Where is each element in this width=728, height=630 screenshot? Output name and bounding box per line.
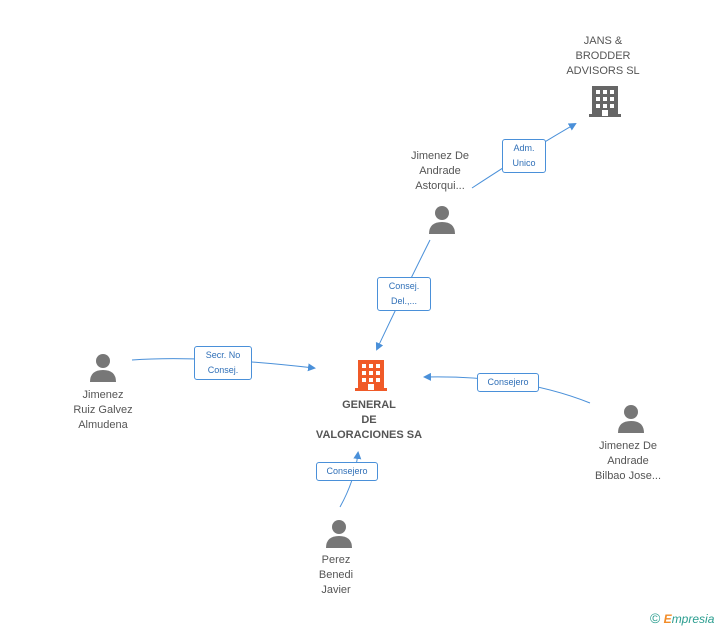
brand-rest: mpresia bbox=[671, 612, 715, 626]
relation-line: Del.,... bbox=[390, 296, 417, 306]
label-line: Jimenez De bbox=[410, 150, 470, 162]
relation-line: Consej. bbox=[207, 365, 239, 375]
label-line: Benedi bbox=[318, 569, 354, 581]
building-icon[interactable] bbox=[588, 84, 622, 118]
building-icon[interactable] bbox=[354, 358, 388, 392]
relation-line: Adm. bbox=[513, 143, 535, 153]
relation-line: Consejero bbox=[326, 466, 368, 476]
label-line: Astorqui... bbox=[415, 180, 465, 192]
copyright-brand: © Empresia bbox=[650, 610, 714, 626]
label-line: Andrade bbox=[607, 455, 649, 467]
relation-label-adm-unico[interactable]: Adm. Unico bbox=[502, 139, 546, 173]
label-line: BRODDER bbox=[575, 50, 631, 62]
label-line: Andrade bbox=[419, 165, 461, 177]
relation-label-consej-del[interactable]: Consej. Del.,... bbox=[377, 277, 431, 311]
node-label-astorqui[interactable]: Jimenez De Andrade Astorqui... bbox=[392, 149, 488, 194]
label-line: JANS & bbox=[583, 35, 623, 47]
person-icon[interactable] bbox=[616, 403, 646, 433]
node-label-center[interactable]: GENERAL DE VALORACIONES SA bbox=[304, 398, 434, 443]
node-label-ruiz[interactable]: Jimenez Ruiz Galvez Almudena bbox=[55, 388, 151, 433]
person-icon[interactable] bbox=[427, 204, 457, 234]
label-line: Perez bbox=[321, 554, 351, 566]
person-icon[interactable] bbox=[324, 518, 354, 548]
label-line: ADVISORS SL bbox=[566, 65, 640, 77]
label-line: GENERAL bbox=[342, 399, 396, 411]
relation-line: Consej. bbox=[388, 281, 420, 291]
node-label-perez[interactable]: Perez Benedi Javier bbox=[288, 553, 384, 598]
label-line: DE bbox=[361, 414, 377, 426]
label-line: Ruiz Galvez bbox=[73, 404, 133, 416]
copyright-symbol: © bbox=[650, 610, 661, 626]
relation-label-consejero-right[interactable]: Consejero bbox=[477, 373, 539, 392]
brand-logo: Empresia bbox=[664, 612, 715, 626]
label-line: Almudena bbox=[78, 419, 128, 431]
label-line: Javier bbox=[321, 584, 351, 596]
relation-line: Secr. No bbox=[205, 350, 241, 360]
label-line: Jimenez De bbox=[598, 440, 658, 452]
node-label-bilbao[interactable]: Jimenez De Andrade Bilbao Jose... bbox=[580, 439, 676, 484]
relation-label-consejero-bottom[interactable]: Consejero bbox=[316, 462, 378, 481]
relation-line: Unico bbox=[512, 158, 536, 168]
label-line: Jimenez bbox=[82, 389, 124, 401]
brand-initial: E bbox=[663, 612, 672, 626]
node-label-jans[interactable]: JANS & BRODDER ADVISORS SL bbox=[555, 34, 651, 79]
person-icon[interactable] bbox=[88, 352, 118, 382]
label-line: Bilbao Jose... bbox=[594, 470, 662, 482]
relation-line: Consejero bbox=[487, 377, 529, 387]
label-line: VALORACIONES SA bbox=[315, 429, 423, 441]
relation-label-secr-no-consej[interactable]: Secr. No Consej. bbox=[194, 346, 252, 380]
